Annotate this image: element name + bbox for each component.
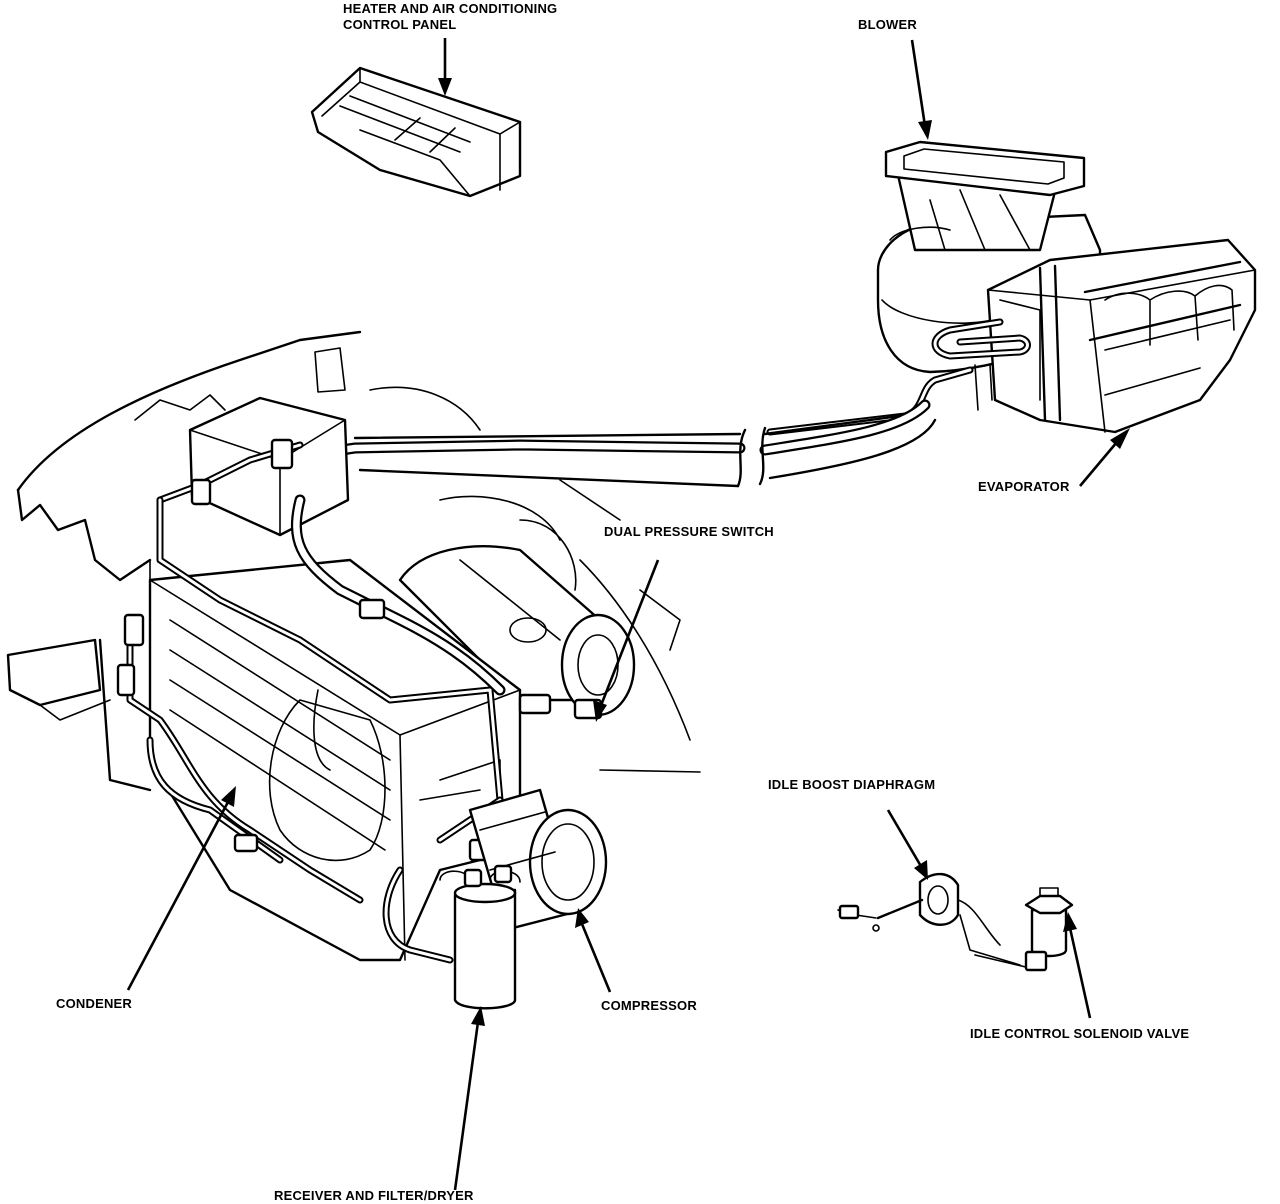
label-compressor: COMPRESSOR bbox=[601, 998, 697, 1013]
label-idle-control-solenoid-valve: IDLE CONTROL SOLENOID VALVE bbox=[970, 1026, 1190, 1041]
engine-block-drawing bbox=[148, 558, 522, 962]
leader-arrows bbox=[126, 38, 1130, 1191]
label-receiver-filter-dryer: RECEIVER AND FILTER/DRYER bbox=[274, 1188, 474, 1203]
label-blower: BLOWER bbox=[858, 17, 917, 32]
label-idle-boost-diaphragm: IDLE BOOST DIAPHRAGM bbox=[768, 777, 936, 792]
label-control-panel-line2: CONTROL PANEL bbox=[343, 17, 457, 32]
label-control-panel-line1: HEATER AND AIR CONDITIONING bbox=[343, 1, 558, 16]
engine-canister-drawing bbox=[398, 545, 636, 717]
label-condenser: CONDENER bbox=[56, 996, 132, 1011]
receiver-dryer-drawing bbox=[439, 864, 521, 1010]
label-evaporator: EVAPORATOR bbox=[978, 479, 1070, 494]
idle-boost-diaphragm-drawing bbox=[837, 872, 1031, 969]
evaporator-drawing bbox=[986, 238, 1257, 434]
idle-control-solenoid-drawing bbox=[1024, 887, 1074, 972]
control-panel-drawing bbox=[310, 66, 522, 198]
label-dual-pressure-switch: DUAL PRESSURE SWITCH bbox=[604, 524, 774, 539]
